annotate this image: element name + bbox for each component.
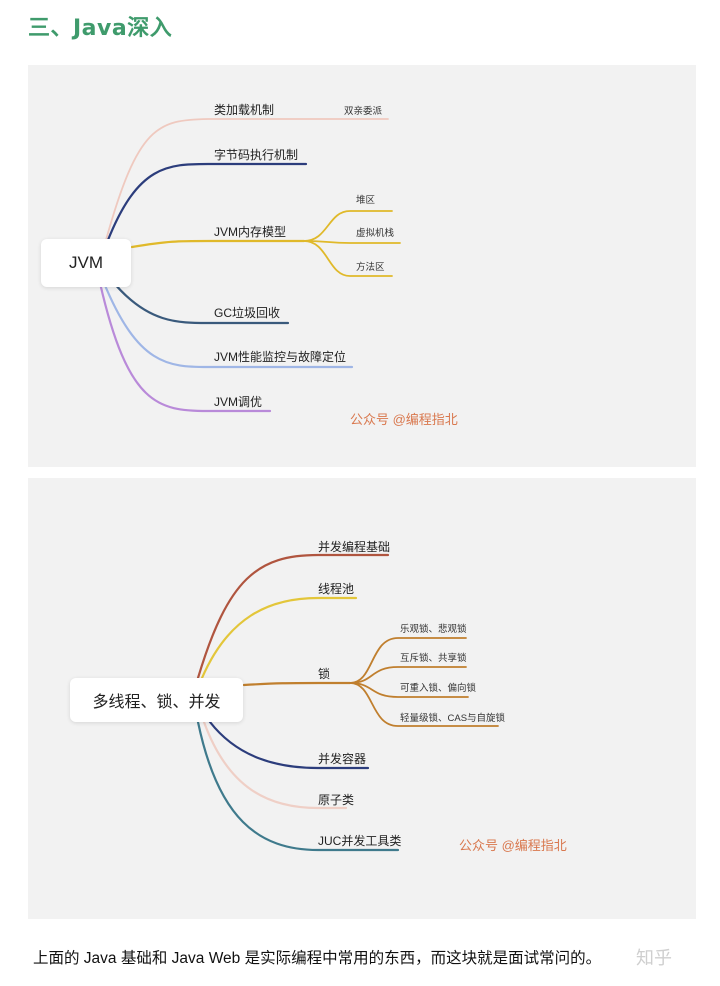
concurrency-watermark: 公众号 @编程指北 — [459, 838, 567, 853]
leaf-vm-stack: 虚拟机栈 — [356, 228, 395, 239]
branch-thread-pool: 线程池 — [318, 582, 355, 596]
branch-locks: 锁 — [318, 667, 331, 681]
leaf-reentrant-biased-lock: 可重入锁、偏向锁 — [400, 683, 477, 694]
branch-atomic-classes: 原子类 — [318, 793, 355, 807]
jvm-mindmap-panel: JVM 类加载机制 双亲委派 字节码执行机制 JVM内存模型 堆区 虚拟机栈 方… — [28, 65, 696, 467]
leaf-heap: 堆区 — [356, 195, 376, 206]
jvm-root-node: JVM — [41, 239, 131, 287]
branch-gc: GC垃圾回收 — [214, 306, 281, 320]
branch-bytecode-execution: 字节码执行机制 — [214, 148, 299, 162]
branch-class-loading: 类加载机制 — [214, 103, 275, 117]
jvm-root-label: JVM — [69, 253, 103, 272]
zhihu-watermark: 知乎 — [636, 948, 672, 968]
body-caption: 上面的 Java 基础和 Java Web 是实际编程中常用的东西，而这块就是面… — [33, 950, 602, 967]
branch-juc-tools: JUC并发工具类 — [318, 834, 402, 848]
leaf-mutex-shared-lock: 互斥锁、共享锁 — [400, 653, 467, 664]
concurrency-root-node: 多线程、锁、并发 — [70, 678, 243, 722]
leaf-lightweight-cas-spin-lock: 轻量级锁、CAS与自旋锁 — [400, 713, 506, 724]
concurrency-root-label: 多线程、锁、并发 — [92, 694, 221, 711]
branch-concurrent-containers: 并发容器 — [318, 752, 367, 766]
jvm-mindmap-connectors — [98, 118, 401, 413]
concurrency-mindmap-connectors — [196, 553, 499, 852]
branch-monitoring: JVM性能监控与故障定位 — [214, 350, 347, 364]
concurrency-mindmap-panel: 多线程、锁、并发 并发编程基础 线程池 锁 乐观锁、悲观锁 互斥锁、共享锁 可重… — [28, 478, 696, 919]
leaf-parent-delegation: 双亲委派 — [344, 106, 383, 117]
jvm-watermark: 公众号 @编程指北 — [350, 412, 458, 427]
leaf-optimistic-pessimistic-lock: 乐观锁、悲观锁 — [400, 624, 467, 635]
branch-memory-model: JVM内存模型 — [214, 225, 287, 239]
leaf-method-area: 方法区 — [356, 262, 385, 273]
branch-tuning: JVM调优 — [214, 395, 263, 409]
branch-concurrency-basics: 并发编程基础 — [318, 540, 391, 554]
section-heading: 三、Java深入 — [28, 16, 173, 41]
